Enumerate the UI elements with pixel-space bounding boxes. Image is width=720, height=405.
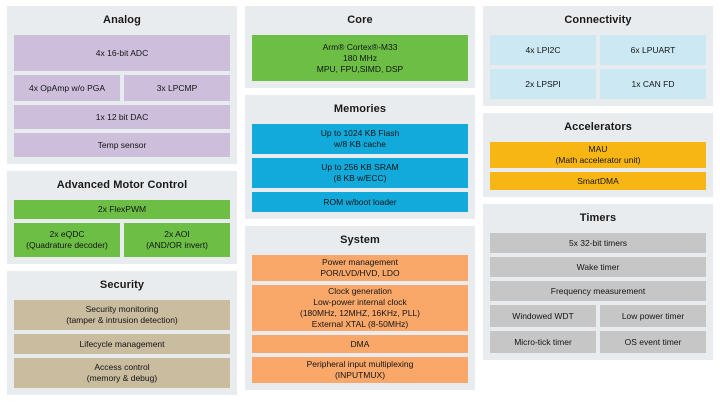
blocks-core: Arm® Cortex®-M33 180 MHz MPU, FPU,SIMD, … [252, 35, 468, 81]
panel-title-timers: Timers [579, 212, 617, 224]
blocks-timers: 5x 32-bit timers Wake timer Frequency me… [490, 233, 706, 353]
blocks-connectivity: 4x LPI2C 6x LPUART 2x LPSPI 1x CAN FD [490, 35, 706, 99]
panel-connectivity: Connectivity 4x LPI2C 6x LPUART 2x LPSPI… [483, 6, 713, 106]
blocks-analog: 4x 16-bit ADC 4x OpAmp w/o PGA 3x LPCMP … [14, 35, 230, 157]
block-inputmux[interactable]: Peripheral input multiplexing (INPUTMUX) [252, 357, 468, 383]
block-row: 2x LPSPI 1x CAN FD [490, 69, 706, 99]
block-eqdc[interactable]: 2x eQDC (Quadrature decoder) [14, 223, 120, 257]
panel-memories: Memories Up to 1024 KB Flash w/8 KB cach… [245, 95, 475, 219]
blocks-system: Power management POR/LVD/HVD, LDO Clock … [252, 255, 468, 383]
column-right: Connectivity 4x LPI2C 6x LPUART 2x LPSPI… [483, 6, 713, 399]
blocks-accelerators: MAU (Math accelerator unit) SmartDMA [490, 142, 706, 190]
panel-title-analog: Analog [103, 14, 141, 26]
block-os-event-timer[interactable]: OS event timer [600, 331, 706, 353]
blocks-security: Security monitoring (tamper & intrusion … [14, 300, 230, 388]
panel-title-system: System [340, 234, 380, 246]
block-opamp[interactable]: 4x OpAmp w/o PGA [14, 75, 120, 101]
panel-title-advanced-motor-control: Advanced Motor Control [56, 179, 188, 191]
block-lpspi[interactable]: 2x LPSPI [490, 69, 596, 99]
block-flexpwm[interactable]: 2x FlexPWM [14, 200, 230, 219]
panel-system: System Power management POR/LVD/HVD, LDO… [245, 226, 475, 390]
block-wake-timer[interactable]: Wake timer [490, 257, 706, 277]
column-left: Analog 4x 16-bit ADC 4x OpAmp w/o PGA 3x… [7, 6, 237, 399]
block-flash[interactable]: Up to 1024 KB Flash w/8 KB cache [252, 124, 468, 154]
panel-core: Core Arm® Cortex®-M33 180 MHz MPU, FPU,S… [245, 6, 475, 88]
column-center: Core Arm® Cortex®-M33 180 MHz MPU, FPU,S… [245, 6, 475, 399]
panel-title-security: Security [99, 279, 145, 291]
block-lpi2c[interactable]: 4x LPI2C [490, 35, 596, 65]
block-clock-generation[interactable]: Clock generation Low-power internal cloc… [252, 285, 468, 331]
block-32-bit-timers[interactable]: 5x 32-bit timers [490, 233, 706, 253]
panel-timers: Timers 5x 32-bit timers Wake timer Frequ… [483, 204, 713, 360]
block-row: 4x LPI2C 6x LPUART [490, 35, 706, 65]
panel-title-accelerators: Accelerators [564, 121, 632, 133]
panel-analog: Analog 4x 16-bit ADC 4x OpAmp w/o PGA 3x… [7, 6, 237, 164]
block-row: 4x OpAmp w/o PGA 3x LPCMP [14, 75, 230, 101]
block-row: 2x eQDC (Quadrature decoder) 2x AOI (AND… [14, 223, 230, 257]
panel-security: Security Security monitoring (tamper & i… [7, 271, 237, 395]
block-row: Windowed WDT Low power timer [490, 305, 706, 327]
block-can-fd[interactable]: 1x CAN FD [600, 69, 706, 99]
block-mau[interactable]: MAU (Math accelerator unit) [490, 142, 706, 168]
block-windowed-wdt[interactable]: Windowed WDT [490, 305, 596, 327]
block-dma[interactable]: DMA [252, 335, 468, 353]
block-lifecycle-management[interactable]: Lifecycle management [14, 334, 230, 354]
block-adc[interactable]: 4x 16-bit ADC [14, 35, 230, 71]
block-sram[interactable]: Up to 256 KB SRAM (8 KB w/ECC) [252, 158, 468, 188]
blocks-advanced-motor-control: 2x FlexPWM 2x eQDC (Quadrature decoder) … [14, 200, 230, 257]
block-low-power-timer[interactable]: Low power timer [600, 305, 706, 327]
panel-title-connectivity: Connectivity [564, 14, 632, 26]
panel-title-memories: Memories [333, 103, 387, 115]
block-temp-sensor[interactable]: Temp sensor [14, 133, 230, 157]
panel-accelerators: Accelerators MAU (Math accelerator unit)… [483, 113, 713, 197]
block-dac[interactable]: 1x 12 bit DAC [14, 105, 230, 129]
blocks-memories: Up to 1024 KB Flash w/8 KB cache Up to 2… [252, 124, 468, 212]
block-smartdma[interactable]: SmartDMA [490, 172, 706, 190]
block-frequency-measurement[interactable]: Frequency measurement [490, 281, 706, 301]
block-lpuart[interactable]: 6x LPUART [600, 35, 706, 65]
block-row: Micro-tick timer OS event timer [490, 331, 706, 353]
block-security-monitoring[interactable]: Security monitoring (tamper & intrusion … [14, 300, 230, 330]
block-lpcmp[interactable]: 3x LPCMP [124, 75, 230, 101]
block-cortex-m33[interactable]: Arm® Cortex®-M33 180 MHz MPU, FPU,SIMD, … [252, 35, 468, 81]
block-power-management[interactable]: Power management POR/LVD/HVD, LDO [252, 255, 468, 281]
block-aoi[interactable]: 2x AOI (AND/OR invert) [124, 223, 230, 257]
block-micro-tick-timer[interactable]: Micro-tick timer [490, 331, 596, 353]
panel-advanced-motor-control: Advanced Motor Control 2x FlexPWM 2x eQD… [7, 171, 237, 264]
block-rom-boot-loader[interactable]: ROM w/boot loader [252, 192, 468, 212]
panel-title-core: Core [347, 14, 373, 26]
block-access-control[interactable]: Access control (memory & debug) [14, 358, 230, 388]
